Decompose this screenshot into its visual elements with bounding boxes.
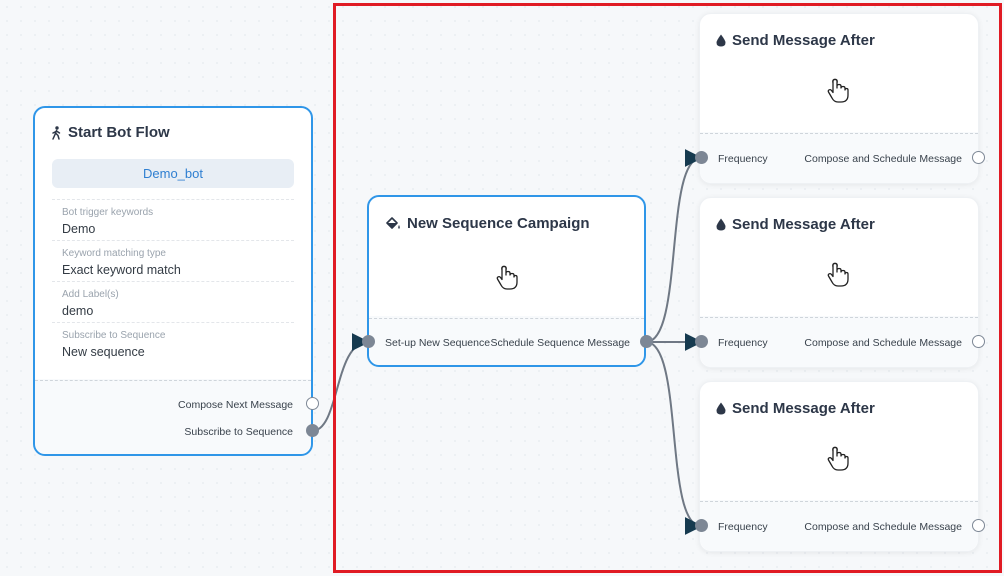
edge-sequence-to-message-1	[645, 149, 703, 343]
water-drop-icon	[716, 218, 726, 231]
divider	[369, 318, 644, 319]
start-bot-flow-node[interactable]: Start Bot Flow Demo_bot Bot trigger keyw…	[33, 106, 313, 456]
message-node-title: Send Message After	[716, 32, 875, 49]
port-compose-schedule-output[interactable]	[972, 151, 985, 164]
port-label-frequency: Frequency	[718, 337, 768, 349]
port-frequency-input[interactable]	[695, 519, 708, 532]
edge-start-to-sequence	[311, 333, 370, 432]
water-drop-icon	[716, 34, 726, 47]
hand-pointer-icon	[496, 265, 518, 290]
send-message-after-node-3[interactable]: Send Message After Frequency Compose and…	[699, 381, 979, 552]
divider	[700, 317, 978, 318]
field-trigger-keywords: Bot trigger keywords Demo	[52, 199, 294, 241]
message-node-footer	[700, 132, 978, 183]
port-label-compose-schedule: Compose and Schedule Message	[804, 153, 962, 165]
port-label-compose-schedule: Compose and Schedule Message	[804, 337, 962, 349]
port-setup-sequence-input[interactable]	[362, 335, 375, 348]
port-label-frequency: Frequency	[718, 153, 768, 165]
field-value: Exact keyword match	[62, 263, 181, 277]
divider	[700, 501, 978, 502]
hand-pointer-icon	[827, 446, 849, 471]
field-value: Demo	[62, 222, 96, 236]
bot-name-badge[interactable]: Demo_bot	[52, 159, 294, 188]
paint-bucket-icon	[386, 216, 400, 229]
hand-pointer-icon	[827, 78, 849, 103]
sequence-node-footer	[369, 316, 644, 365]
send-message-after-node-2[interactable]: Send Message After Frequency Compose and…	[699, 197, 979, 368]
sequence-node-title: New Sequence Campaign	[385, 215, 590, 232]
message-node-title: Send Message After	[716, 400, 875, 417]
port-label-frequency: Frequency	[718, 521, 768, 533]
message-node-footer	[700, 316, 978, 367]
field-label: Add Label(s)	[62, 289, 119, 300]
port-label-compose-next: Compose Next Message	[178, 399, 293, 411]
field-value: New sequence	[62, 345, 145, 359]
start-node-footer	[35, 379, 311, 454]
field-value: demo	[62, 304, 94, 318]
start-node-title-text: Start Bot Flow	[68, 124, 170, 141]
port-label-setup-sequence: Set-up New Sequence	[385, 337, 491, 349]
field-label: Subscribe to Sequence	[62, 330, 166, 341]
water-drop-icon	[716, 402, 726, 415]
message-node-title-text: Send Message After	[732, 216, 875, 233]
port-label-compose-schedule: Compose and Schedule Message	[804, 521, 962, 533]
divider	[700, 133, 978, 134]
sequence-node-title-text: New Sequence Campaign	[407, 215, 590, 232]
field-add-labels: Add Label(s) demo	[52, 281, 294, 323]
hand-pointer-icon	[827, 262, 849, 287]
port-label-schedule-sequence: Schedule Sequence Message	[490, 337, 630, 349]
field-subscribe-sequence: Subscribe to Sequence New sequence	[52, 322, 294, 364]
port-compose-next-output[interactable]	[306, 397, 319, 410]
person-walking-icon	[52, 125, 61, 140]
field-label: Bot trigger keywords	[62, 207, 154, 218]
field-label: Keyword matching type	[62, 248, 166, 259]
port-label-subscribe: Subscribe to Sequence	[184, 426, 293, 438]
new-sequence-campaign-node[interactable]: New Sequence Campaign Set-up New Sequenc…	[367, 195, 646, 367]
message-node-title-text: Send Message After	[732, 32, 875, 49]
divider	[35, 380, 311, 381]
port-schedule-sequence-output[interactable]	[640, 335, 653, 348]
start-node-title: Start Bot Flow	[51, 124, 170, 141]
port-compose-schedule-output[interactable]	[972, 335, 985, 348]
edge-sequence-to-message-3	[645, 341, 703, 535]
port-subscribe-output[interactable]	[306, 424, 319, 437]
message-node-title: Send Message After	[716, 216, 875, 233]
port-compose-schedule-output[interactable]	[972, 519, 985, 532]
message-node-title-text: Send Message After	[732, 400, 875, 417]
message-node-footer	[700, 500, 978, 551]
send-message-after-node-1[interactable]: Send Message After Frequency Compose and…	[699, 13, 979, 184]
port-frequency-input[interactable]	[695, 335, 708, 348]
field-keyword-matching: Keyword matching type Exact keyword matc…	[52, 240, 294, 282]
port-frequency-input[interactable]	[695, 151, 708, 164]
